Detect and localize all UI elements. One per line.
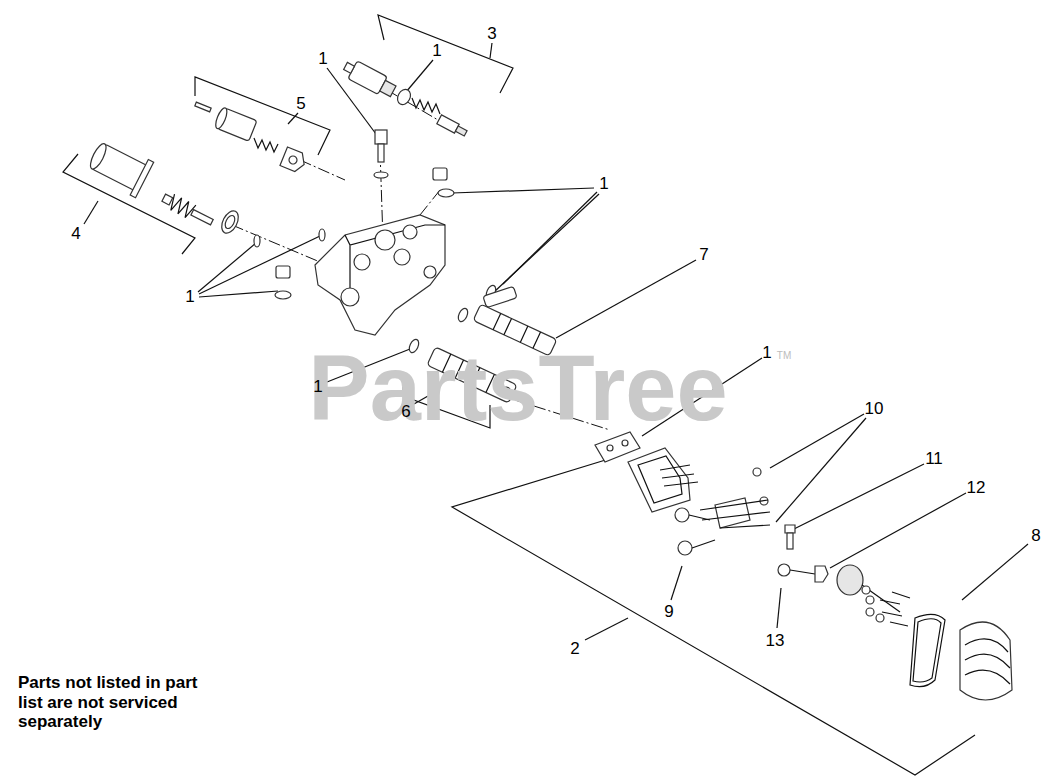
callout-number: 7 (699, 246, 708, 263)
callout-number: 4 (71, 225, 80, 242)
callout-number: 1 (185, 288, 194, 305)
note: Parts not listed in part list are not se… (18, 673, 208, 732)
relief-valve-5 (195, 102, 308, 174)
callout-number: 1 (313, 378, 322, 395)
callout-number: 1 (599, 175, 608, 192)
callout-number: 10 (865, 400, 884, 417)
callout-number: 1 (318, 50, 327, 67)
callout-number: 8 (1031, 527, 1040, 544)
callout-number: 1 (432, 42, 441, 59)
callout-number: 6 (401, 403, 410, 420)
callout-number: 5 (296, 95, 305, 112)
watermark: PartsTree (308, 342, 727, 434)
bracket (378, 15, 513, 93)
bracket (195, 77, 330, 155)
valve-body (315, 215, 445, 335)
callout-number: 9 (664, 603, 673, 620)
callout-number: 1 (762, 344, 771, 361)
fittings (254, 130, 498, 354)
relief-valve-4 (85, 136, 242, 236)
callout-number: 13 (766, 632, 785, 649)
callout-number: 12 (967, 479, 986, 496)
bracket (452, 458, 975, 775)
solenoid-cartridge (341, 57, 468, 138)
leader-lines (84, 43, 1028, 640)
callout-number: 11 (925, 450, 943, 467)
callout-number: 3 (487, 25, 496, 42)
trademark-mark: TM (777, 351, 791, 361)
callout-number: 2 (570, 640, 579, 657)
control-assembly (595, 432, 1012, 700)
